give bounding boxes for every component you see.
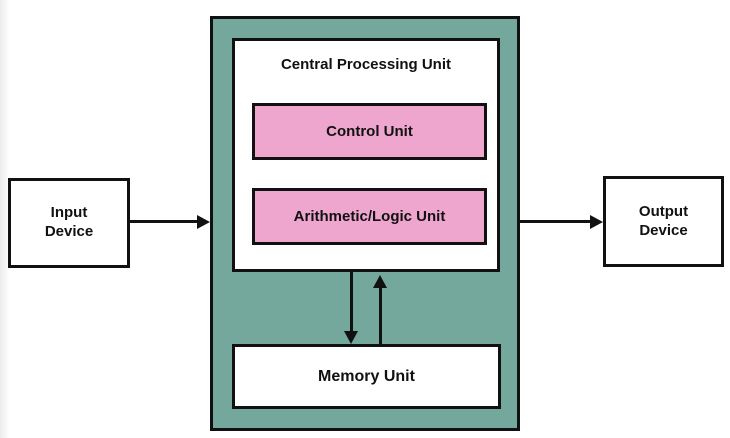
page-edge-shade [0, 0, 10, 438]
memory-unit-label: Memory Unit [318, 367, 415, 385]
arrowhead-right-icon [197, 215, 210, 229]
input-device-box: Input Device [8, 178, 130, 268]
arrow-line [520, 220, 591, 223]
output-device-box: Output Device [603, 176, 724, 267]
alu-box: Arithmetic/Logic Unit [252, 188, 487, 245]
alu-label: Arithmetic/Logic Unit [293, 208, 446, 225]
arrow-line [379, 287, 382, 346]
arrow-line [130, 220, 199, 223]
arrowhead-down-icon [344, 331, 358, 344]
cpu-title: Central Processing Unit [280, 56, 452, 73]
control-unit-label: Control Unit [326, 123, 413, 140]
control-unit-box: Control Unit [252, 103, 487, 160]
arrowhead-right-icon [590, 215, 603, 229]
memory-unit-box: Memory Unit [232, 344, 501, 409]
arrow-line [350, 272, 353, 332]
input-device-label: Input Device [44, 204, 94, 240]
arrowhead-up-icon [373, 275, 387, 288]
output-device-label: Output Device [638, 202, 689, 239]
